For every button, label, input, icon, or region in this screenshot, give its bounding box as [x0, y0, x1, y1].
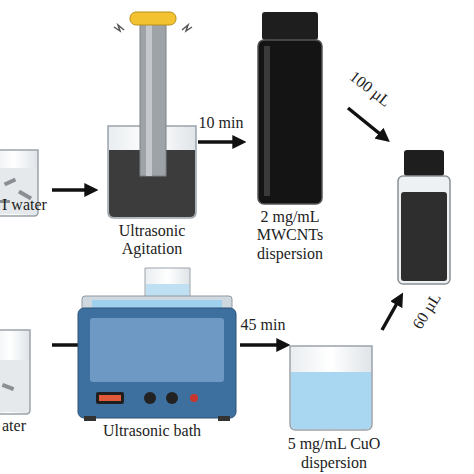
caption-label: 10 min [196, 114, 246, 132]
caption-label: 5 mg/mL CuO dispersion [284, 435, 384, 472]
flow-arrow [198, 140, 240, 144]
flow-arrow [240, 343, 284, 347]
caption-label: 45 min [238, 316, 288, 334]
caption-label: Ultrasonic bath [102, 422, 202, 440]
flow-arrow [52, 188, 92, 192]
caption-label: Ultrasonic Agitation [102, 222, 202, 259]
caption-label: ater [2, 417, 42, 435]
flow-arrow [382, 298, 400, 330]
caption-label: I water [2, 196, 72, 214]
flow-arrow [348, 108, 385, 138]
mwcnt-vial [258, 12, 322, 204]
mixture-vial [398, 150, 450, 284]
cuo-beaker [290, 346, 372, 430]
caption-label: 60 µL [406, 285, 448, 337]
ultrasonic-probe [108, 12, 196, 218]
ultrasonic-bath [78, 268, 236, 421]
caption-label: 2 mg/mL MWCNTs dispersion [240, 208, 340, 263]
beaker-water [0, 330, 30, 414]
